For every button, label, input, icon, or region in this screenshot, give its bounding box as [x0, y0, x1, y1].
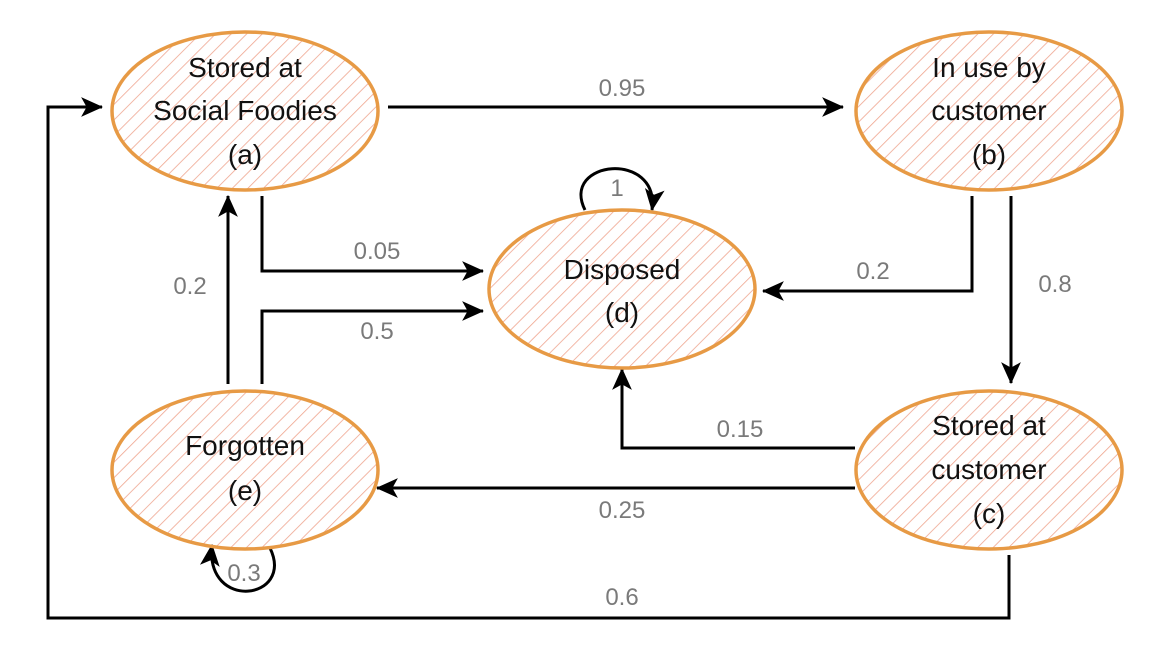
- node-b-line2: customer: [931, 95, 1046, 126]
- node-a-line3: (a): [228, 139, 262, 170]
- node-e-line2: (e): [228, 475, 262, 506]
- label-b-to-c: 0.8: [1038, 271, 1071, 298]
- edge-c-to-d: [612, 367, 855, 450]
- node-d: Disposed (d): [487, 208, 757, 370]
- edge-e-to-d: [260, 301, 485, 384]
- node-a-line1: Stored at: [188, 52, 302, 83]
- label-e-self-loop: 0.3: [227, 560, 260, 587]
- node-d-line2: (d): [605, 297, 639, 328]
- label-a-to-d: 0.05: [354, 238, 401, 265]
- node-c-line3: (c): [973, 498, 1006, 529]
- node-a-line2: Social Foodies: [153, 95, 337, 126]
- label-e-to-a: 0.2: [173, 273, 206, 300]
- node-e: Forgotten (e): [110, 389, 380, 551]
- label-a-to-b: 0.95: [599, 75, 646, 102]
- label-c-to-e: 0.25: [599, 497, 646, 524]
- node-d-line1: Disposed: [564, 254, 681, 285]
- edge-d-self-loop: [579, 167, 665, 212]
- node-e-line1: Forgotten: [185, 430, 305, 461]
- label-c-to-d: 0.15: [717, 416, 764, 443]
- label-d-self-loop: 1: [610, 175, 623, 202]
- node-c: Stored at customer (c): [854, 389, 1124, 551]
- node-c-line2: customer: [931, 454, 1046, 485]
- edge-a-to-d: [260, 196, 485, 281]
- label-c-to-a: 0.6: [605, 584, 638, 611]
- node-b: In use by customer (b): [854, 30, 1124, 192]
- label-b-to-d: 0.2: [856, 258, 889, 285]
- edge-b-to-d: [761, 196, 974, 301]
- node-b-line1: In use by: [932, 52, 1046, 83]
- edge-e-self-loop: [200, 543, 276, 593]
- edge-c-to-a: [46, 97, 1011, 620]
- node-a: Stored at Social Foodies (a): [110, 30, 380, 192]
- node-b-line3: (b): [972, 139, 1006, 170]
- node-c-line1: Stored at: [932, 410, 1046, 441]
- label-e-to-d: 0.5: [360, 318, 393, 345]
